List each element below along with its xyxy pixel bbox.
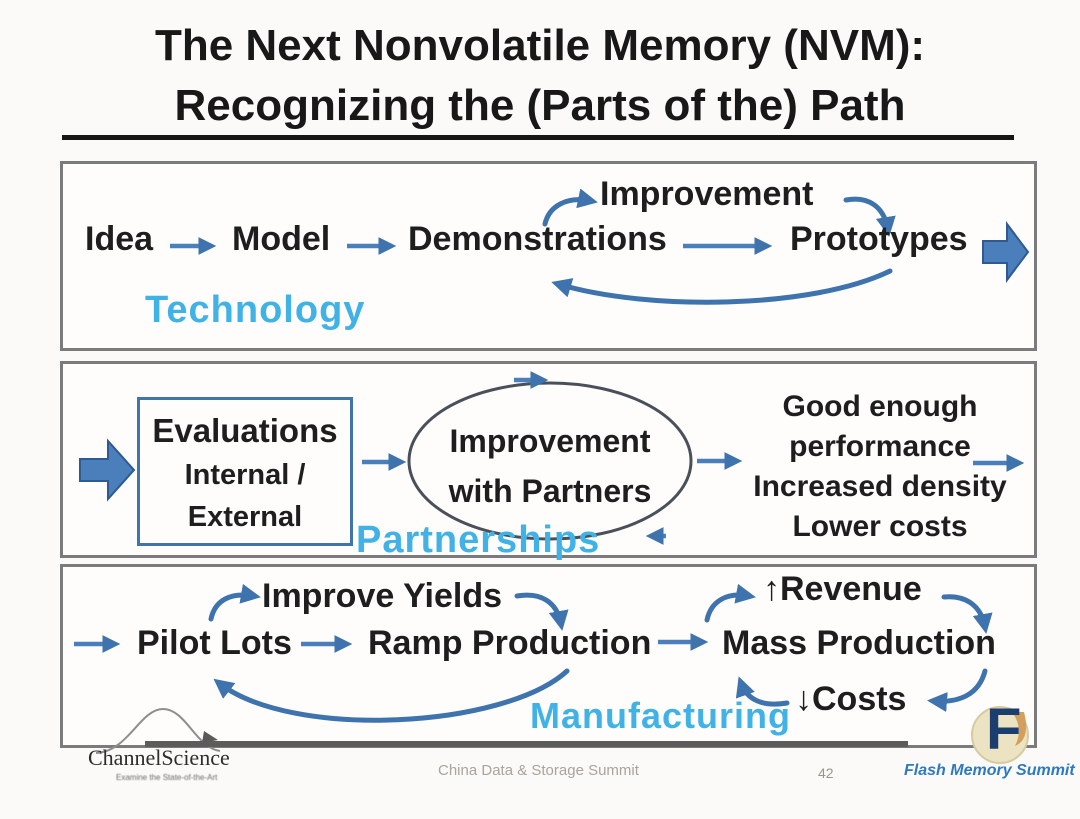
evaluations-line3: External — [187, 500, 303, 533]
step-demonstrations: Demonstrations — [408, 220, 667, 258]
outcome-4: Lower costs — [792, 510, 968, 543]
outcome-3: Increased density — [753, 470, 1007, 503]
event-name: China Data & Storage Summit — [438, 762, 639, 779]
partnerships-label: Partnerships — [356, 519, 601, 561]
technology-box — [60, 161, 1037, 351]
manufacturing-loop-label: Improve Yields — [262, 577, 502, 615]
step-idea: Idea — [85, 220, 154, 258]
footer-divider-line — [145, 741, 908, 747]
ellipse-line1: Improvement — [449, 423, 651, 459]
technology-loop-label: Improvement — [600, 175, 814, 213]
costs-label: ↓Costs — [795, 680, 907, 718]
fms-logo-text: Flash Memory Summit — [904, 762, 1075, 779]
revenue-label: ↑Revenue — [763, 570, 922, 608]
outcome-1: Good enough — [782, 390, 978, 423]
evaluations-box: Evaluations Internal / External — [137, 397, 353, 546]
evaluations-line2: Internal / — [184, 458, 306, 491]
step-prototypes: Prototypes — [790, 220, 968, 258]
technology-label: Technology — [145, 289, 366, 331]
channelscience-tagline: Examine the State-of-the-Art — [116, 773, 218, 782]
manufacturing-label: Manufacturing — [530, 695, 791, 736]
title-underline — [62, 135, 1014, 140]
step-pilot-lots: Pilot Lots — [137, 624, 292, 662]
step-ramp-production: Ramp Production — [368, 624, 652, 662]
evaluations-title: Evaluations — [152, 411, 338, 449]
channelscience-name: ChannelScience — [88, 745, 230, 770]
outcome-2: performance — [789, 430, 971, 463]
ellipse-line2: with Partners — [448, 473, 652, 509]
step-mass-production: Mass Production — [722, 624, 996, 662]
ellipse-text: Improvement with Partners — [410, 416, 690, 516]
title-line-1: The Next Nonvolatile Memory (NVM): — [154, 21, 926, 70]
page-number: 42 — [818, 765, 834, 781]
title-line-2: Recognizing the (Parts of the) Path — [174, 81, 906, 130]
slide-title: The Next Nonvolatile Memory (NVM): Recog… — [0, 16, 1080, 136]
step-model: Model — [232, 220, 331, 258]
fms-monogram-icon: F — [986, 697, 1022, 762]
partnerships-outcomes: Good enough performance Increased densit… — [738, 387, 1022, 547]
